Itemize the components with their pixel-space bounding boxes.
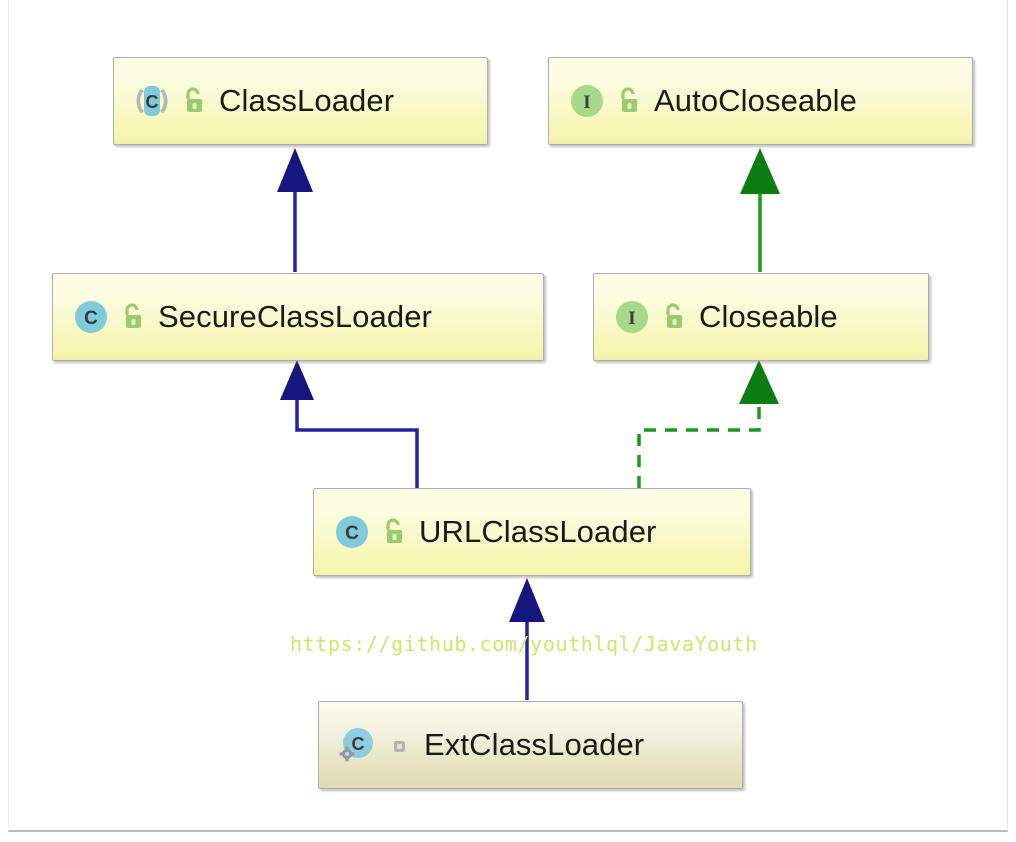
class-node-autocloseable[interactable]: I AutoCloseable [548,57,973,145]
edge-url-to-secure [280,360,419,488]
icon-group: I [567,81,642,121]
class-node-label: URLClassLoader [419,514,657,549]
class-node-label: Closeable [699,299,838,334]
class-node-label: SecureClassLoader [158,299,432,334]
svg-text:C: C [84,308,98,329]
class-node-label: ExtClassLoader [424,727,645,762]
icon-group: C [71,297,146,337]
svg-text:I: I [583,92,590,113]
icon-group: C [332,512,407,552]
class-icon: C [332,512,372,552]
abstract-class-icon: C [132,81,172,121]
svg-text:I: I [628,308,635,329]
edge-ext-to-url [509,578,545,700]
public-unlocked-icon [616,87,642,115]
class-node-closeable[interactable]: I Closeable [593,273,929,361]
edge-url-to-closeable [637,360,779,488]
public-unlocked-icon [120,303,146,331]
icon-group: C [132,81,207,121]
edge-secure-to-classloader [277,148,313,272]
class-node-label: ClassLoader [219,83,395,118]
public-unlocked-icon [181,87,207,115]
class-node-extclassloader[interactable]: C ExtClassLoader [318,701,743,789]
icon-group: I [612,297,687,337]
class-node-urlclassloader[interactable]: C URLClassLoader [313,488,751,576]
svg-text:C: C [345,523,359,544]
static-class-icon: C [337,725,377,765]
class-node-classloader[interactable]: C ClassLoader [113,57,488,145]
icon-group: C [337,725,412,765]
edge-closeable-to-autocloseable [740,148,780,272]
class-node-secureclassloader[interactable]: C SecureClassLoader [52,273,544,361]
class-icon: C [71,297,111,337]
interface-icon: I [567,81,607,121]
public-unlocked-icon [381,518,407,546]
svg-text:C: C [146,92,159,112]
package-private-icon [386,731,412,759]
public-unlocked-icon [661,303,687,331]
class-node-label: AutoCloseable [654,83,857,118]
interface-icon: I [612,297,652,337]
svg-text:C: C [352,734,365,754]
watermark-url: https://github.com/youthlql/JavaYouth [290,632,758,656]
